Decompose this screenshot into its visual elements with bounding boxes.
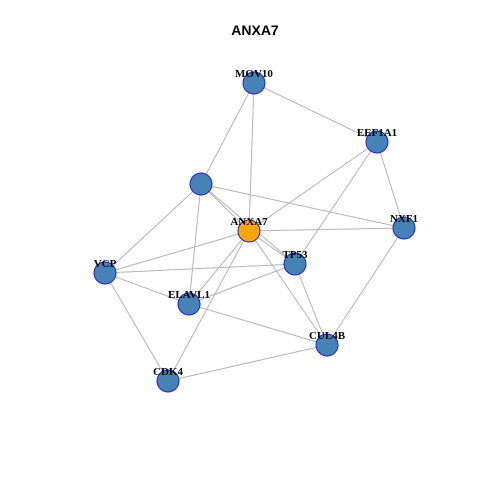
node-label: NXF1 [390, 213, 418, 225]
node-circle[interactable] [156, 369, 180, 393]
node-circle[interactable] [365, 130, 389, 154]
node-elavl1[interactable]: ELAVL1 [168, 289, 210, 316]
node-eef1a1[interactable]: EEF1A1 [357, 127, 397, 154]
edge-tp53-cul4b [294, 263, 328, 346]
edge-mov10-anxa7 [248, 82, 255, 232]
edge-anxa7-nxf1 [248, 227, 405, 232]
edge-anxa7-cdk4 [167, 230, 250, 382]
node-circle[interactable] [177, 292, 201, 316]
node-circle[interactable] [283, 252, 307, 276]
node-circle[interactable] [242, 71, 266, 95]
node-label: CUL4B [309, 330, 346, 342]
node-circle[interactable] [189, 172, 213, 196]
node-unlabeled[interactable] [189, 172, 213, 196]
edge-anxa7-cul4b [248, 230, 328, 346]
edge-mov10-eef1a1 [253, 82, 378, 143]
node-circle[interactable] [93, 261, 117, 285]
node-circle[interactable] [392, 216, 416, 240]
edge-unlabeled-elavl1 [188, 183, 202, 305]
node-circle[interactable] [315, 333, 339, 357]
node-tp53[interactable]: TP53 [282, 249, 308, 276]
node-label: CDK4 [153, 366, 183, 378]
node-cdk4[interactable]: CDK4 [153, 366, 183, 393]
edge-vcp-cdk4 [104, 272, 169, 382]
node-label: TP53 [282, 249, 308, 261]
node-anxa7[interactable]: ANXA7 [230, 216, 268, 243]
edge-vcp-elavl1 [104, 272, 190, 305]
node-mov10[interactable]: MOV10 [235, 68, 273, 95]
node-vcp[interactable]: VCP [93, 258, 117, 285]
node-cul4b[interactable]: CUL4B [309, 330, 346, 357]
edge-unlabeled-vcp [104, 183, 202, 274]
edge-eef1a1-anxa7 [248, 141, 378, 232]
diagram-title: ANXA7 [231, 22, 279, 38]
edge-eef1a1-tp53 [294, 141, 378, 265]
edge-cul4b-cdk4 [167, 344, 328, 382]
edges-layer [104, 82, 405, 382]
edge-tp53-vcp [104, 263, 296, 274]
edge-mov10-unlabeled [200, 82, 255, 185]
edge-unlabeled-nxf1 [200, 183, 405, 229]
edge-eef1a1-nxf1 [376, 141, 405, 229]
edge-anxa7-vcp [104, 230, 250, 274]
edge-elavl1-cul4b [188, 303, 328, 346]
node-circle[interactable] [237, 219, 261, 243]
node-label: ANXA7 [230, 216, 268, 228]
node-label: ELAVL1 [168, 289, 210, 301]
node-label: MOV10 [235, 68, 273, 80]
node-label: EEF1A1 [357, 127, 397, 139]
edge-tp53-elavl1 [188, 263, 296, 305]
edge-nxf1-cul4b [326, 227, 405, 346]
node-label: VCP [94, 258, 117, 270]
node-nxf1[interactable]: NXF1 [390, 213, 418, 240]
